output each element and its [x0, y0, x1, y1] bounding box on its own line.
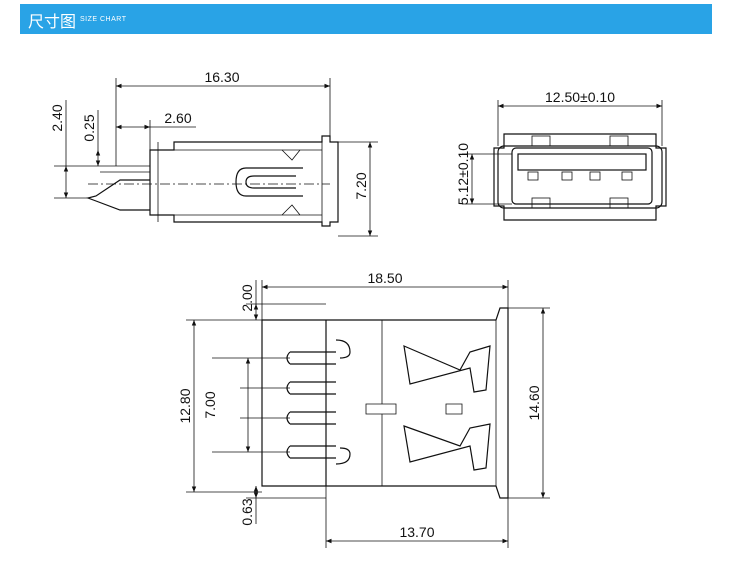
top-pin	[286, 445, 336, 459]
dim-label-front-height: 5.12±0.10	[455, 143, 471, 205]
dim-label-front-width: 12.50±0.10	[545, 89, 615, 105]
front-tongue	[517, 153, 647, 171]
dim-label-side-offset: 2.40	[49, 104, 65, 131]
page-subtitle: SIZE CHART	[80, 16, 127, 23]
dim-label-side-tab: 2.60	[164, 110, 191, 126]
top-pin	[286, 351, 336, 365]
top-pin-hook	[335, 447, 351, 465]
front-latch	[609, 197, 629, 209]
front-socket-opening	[511, 147, 653, 205]
dim-label-top-pin-span: 12.80	[177, 388, 193, 423]
top-spring-contact-lower	[403, 423, 491, 471]
side-spring-contact	[235, 167, 303, 197]
top-spring-contact-upper	[403, 345, 491, 393]
dim-label-top-length: 18.50	[367, 270, 402, 286]
dim-label-top-pin-pitch: 7.00	[202, 391, 218, 418]
top-view: 18.50 13.70 14.60 12.80 7.00 2.00 0.63	[177, 270, 550, 548]
top-pin	[286, 411, 336, 425]
front-contact	[527, 171, 539, 181]
front-latch	[609, 135, 629, 147]
side-body-outline	[149, 135, 339, 227]
top-body-outline	[261, 307, 509, 499]
top-pins	[286, 339, 351, 465]
dim-label-top-width: 14.60	[526, 385, 542, 420]
front-contact	[589, 171, 601, 181]
side-latch	[281, 149, 301, 216]
side-pin	[85, 179, 150, 211]
front-flange	[497, 145, 663, 209]
side-view: 16.30 2.60 7.20 2.40 0.25	[49, 69, 378, 237]
dim-label-top-body: 13.70	[399, 524, 434, 540]
dim-label-side-length: 16.30	[204, 69, 239, 85]
page-title: 尺寸图	[28, 12, 77, 31]
banner-stripe	[694, 4, 699, 34]
dim-label-side-height: 7.20	[353, 172, 369, 199]
top-notch	[365, 403, 463, 415]
front-latch	[531, 197, 551, 209]
dim-label-top-gap: 2.00	[239, 284, 255, 311]
title-banner: 尺寸图 SIZE CHART	[20, 4, 712, 34]
banner-stripe	[703, 4, 708, 34]
front-view: 12.50±0.10 5.12±0.10	[455, 89, 667, 221]
top-pin-hook	[335, 339, 351, 359]
front-contact	[561, 171, 573, 181]
dim-label-side-pin: 0.25	[81, 114, 97, 141]
front-outer-shell	[493, 133, 667, 221]
dim-label-bottom-gap: 0.63	[239, 498, 255, 525]
front-contact	[621, 171, 633, 181]
top-pin	[286, 381, 336, 395]
front-latch	[531, 135, 551, 147]
